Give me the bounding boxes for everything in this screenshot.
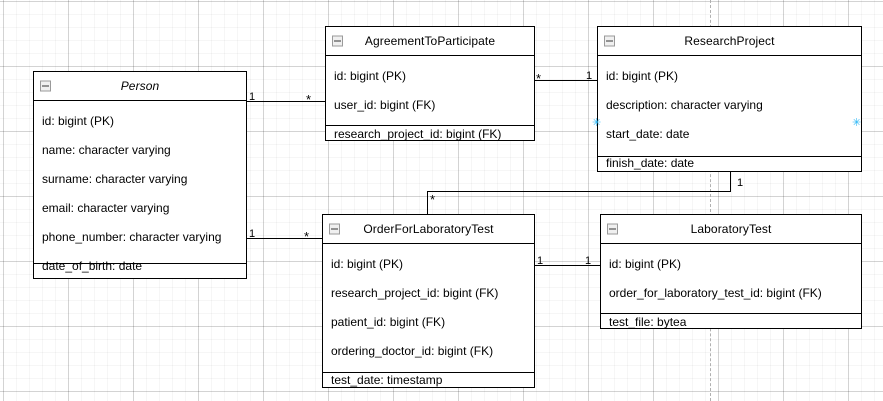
entity-agreementtoparticipate-title: AgreementToParticipate — [364, 34, 496, 48]
attribute-row: email: character varying — [42, 201, 170, 215]
entity-researchproject[interactable]: ResearchProject id: bigint (PK) descript… — [597, 26, 862, 172]
attribute-row: id: bigint (PK) — [609, 257, 682, 271]
attribute-row: id: bigint (PK) — [331, 257, 404, 271]
attribute-row: date_of_birth: date — [42, 259, 143, 273]
minus-icon[interactable] — [604, 35, 615, 47]
connection-handle-right[interactable]: ✳ — [852, 117, 862, 129]
attribute-row: description: character varying — [606, 98, 763, 112]
entity-agreementtoparticipate-attributes: id: bigint (PK) user_id: bigint (FK) res… — [326, 56, 534, 140]
entity-orderforlaboratorytest-header[interactable]: OrderForLaboratoryTest — [323, 215, 534, 244]
minus-icon[interactable] — [607, 223, 618, 235]
attribute-row: user_id: bigint (FK) — [334, 98, 436, 112]
multiplicity-order-laboratorytest-target: 1 — [585, 255, 592, 267]
connector-agreement-researchproject[interactable] — [535, 80, 597, 81]
entity-orderforlaboratorytest[interactable]: OrderForLaboratoryTest id: bigint (PK) r… — [322, 214, 535, 388]
entity-person-header[interactable]: Person — [34, 72, 246, 101]
multiplicity-person-agreement-source: 1 — [249, 91, 256, 103]
entity-orderforlaboratorytest-attributes: id: bigint (PK) research_project_id: big… — [323, 244, 534, 386]
entity-researchproject-attributes: id: bigint (PK) description: character v… — [598, 56, 861, 169]
connector-person-agreement[interactable] — [247, 101, 325, 102]
multiplicity-researchproject-order-source: 1 — [737, 177, 744, 189]
minus-icon[interactable] — [332, 35, 343, 47]
attribute-row: id: bigint (PK) — [42, 114, 115, 128]
connector-order-laboratorytest[interactable] — [535, 265, 600, 266]
attribute-row: ordering_doctor_id: bigint (FK) — [331, 344, 494, 358]
entity-laboratorytest-title: LaboratoryTest — [690, 222, 772, 236]
attribute-row: id: bigint (PK) — [606, 69, 679, 83]
entity-laboratorytest[interactable]: LaboratoryTest id: bigint (PK) order_for… — [600, 214, 862, 329]
multiplicity-researchproject-order-target: * — [430, 192, 436, 207]
entity-laboratorytest-header[interactable]: LaboratoryTest — [601, 215, 861, 244]
attribute-row: phone_number: character varying — [42, 230, 222, 244]
entity-laboratorytest-attributes: id: bigint (PK) order_for_laboratory_tes… — [601, 244, 861, 328]
entity-person[interactable]: Person id: bigint (PK) name: character v… — [33, 71, 247, 279]
minus-icon[interactable] — [40, 80, 51, 92]
multiplicity-person-agreement-target: * — [306, 92, 312, 107]
multiplicity-agreement-researchproject-source: * — [536, 71, 542, 86]
entity-orderforlaboratorytest-title: OrderForLaboratoryTest — [363, 222, 494, 236]
attribute-row: finish_date: date — [606, 156, 695, 170]
attribute-row: patient_id: bigint (FK) — [331, 315, 446, 329]
minus-icon[interactable] — [329, 223, 340, 235]
multiplicity-agreement-researchproject-target: 1 — [586, 70, 593, 82]
entity-agreementtoparticipate[interactable]: AgreementToParticipate id: bigint (PK) u… — [325, 26, 535, 141]
connector-researchproject-order-v1[interactable] — [730, 172, 731, 192]
attribute-row: name: character varying — [42, 143, 171, 157]
attribute-row: research_project_id: bigint (FK) — [334, 127, 502, 141]
connector-researchproject-order-v2[interactable] — [427, 191, 428, 215]
connector-person-order[interactable] — [247, 238, 322, 239]
attribute-row: research_project_id: bigint (FK) — [331, 286, 499, 300]
entity-researchproject-title: ResearchProject — [684, 34, 775, 48]
entity-researchproject-header[interactable]: ResearchProject — [598, 27, 861, 56]
attribute-row: order_for_laboratory_test_id: bigint (FK… — [609, 286, 822, 300]
attribute-row: surname: character varying — [42, 172, 188, 186]
multiplicity-order-laboratorytest-source: 1 — [537, 255, 544, 267]
multiplicity-person-order-target: * — [304, 229, 310, 244]
entity-agreementtoparticipate-header[interactable]: AgreementToParticipate — [326, 27, 534, 56]
entity-person-attributes: id: bigint (PK) name: character varying … — [34, 101, 246, 272]
multiplicity-person-order-source: 1 — [249, 228, 256, 240]
attribute-row: id: bigint (PK) — [334, 69, 407, 83]
page-break-guide — [710, 0, 711, 401]
connector-researchproject-order-h[interactable] — [427, 191, 731, 192]
entity-person-title: Person — [120, 79, 160, 93]
connection-handle-left[interactable]: ✳ — [592, 117, 602, 129]
attribute-row: test_date: timestamp — [331, 373, 443, 387]
attribute-row: start_date: date — [606, 127, 690, 141]
attribute-row: test_file: bytea — [609, 315, 687, 329]
